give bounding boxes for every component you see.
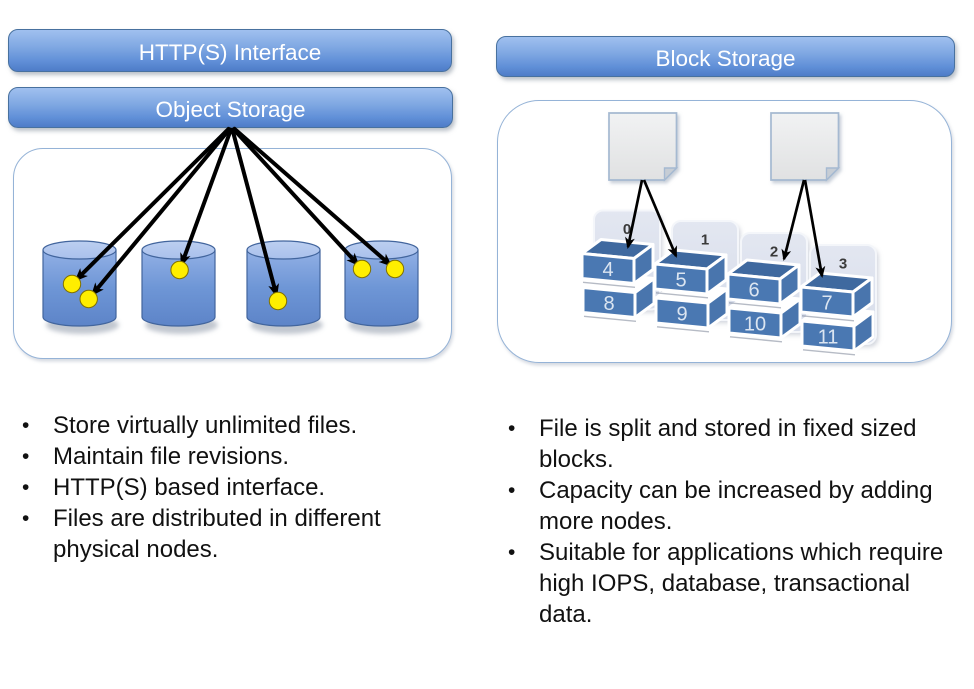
svg-text:7: 7: [821, 293, 832, 315]
svg-text:3: 3: [839, 256, 847, 273]
svg-text:9: 9: [676, 304, 687, 326]
svg-text:0: 0: [623, 221, 631, 238]
svg-text:6: 6: [748, 280, 759, 302]
svg-text:2: 2: [770, 244, 778, 261]
svg-text:4: 4: [602, 259, 613, 281]
svg-text:1: 1: [701, 232, 709, 249]
svg-text:5: 5: [675, 270, 686, 292]
svg-text:11: 11: [818, 327, 839, 349]
svg-text:10: 10: [744, 314, 766, 336]
svg-text:8: 8: [603, 293, 614, 315]
